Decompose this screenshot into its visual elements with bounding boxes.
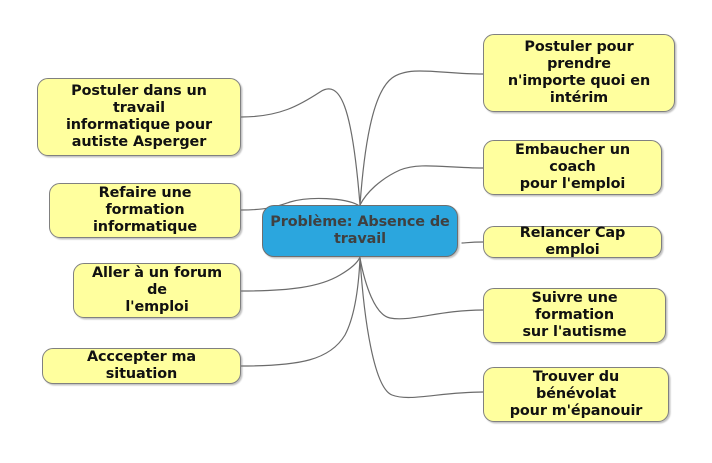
edge-suivre-formation-autisme (359, 257, 484, 320)
mindmap-node-embaucher-coach-emploi[interactable]: Embaucher un coach pour l'emploi (483, 140, 662, 195)
mindmap-node-relancer-cap-emploi[interactable]: Relancer Cap emploi (483, 225, 662, 258)
node-label: Acccepter ma situation (86, 349, 197, 382)
mindmap-node-aller-forum-emploi[interactable]: Aller à un forum de l'emploi (73, 263, 241, 318)
edge-relancer-cap-emploi (461, 241, 484, 244)
mindmap-node-postuler-interim[interactable]: Postuler pour prendre n'importe quoi en … (483, 34, 675, 112)
node-label: Relancer Cap emploi (519, 225, 626, 258)
edge-postuler-travail-informatique (240, 88, 361, 206)
mindmap-node-postuler-travail-informatique[interactable]: Postuler dans un travail informatique po… (37, 78, 241, 156)
node-label: Refaire une formation informatique (92, 185, 198, 235)
node-label: Postuler pour prendre n'importe quoi en … (507, 39, 651, 106)
node-label: Aller à un forum de l'emploi (92, 265, 222, 315)
mindmap-node-suivre-formation-autisme[interactable]: Suivre une formation sur l'autisme (483, 288, 666, 343)
mindmap-node-trouver-benevolat[interactable]: Trouver du bénévolat pour m'épanouir (483, 367, 669, 422)
mindmap-node-refaire-formation-informatique[interactable]: Refaire une formation informatique (49, 183, 241, 238)
mindmap-central-node[interactable]: Problème: Absence de travail (262, 205, 458, 257)
edge-aller-forum-emploi (240, 256, 361, 292)
node-label: Suivre une formation sur l'autisme (522, 290, 627, 340)
node-label: Trouver du bénévolat pour m'épanouir (509, 369, 643, 419)
edge-trouver-benevolat (359, 257, 484, 399)
node-label: Embaucher un coach pour l'emploi (514, 142, 630, 192)
edge-postuler-interim (359, 70, 484, 206)
edge-embaucher-coach-emploi (359, 165, 484, 206)
central-node-label: Problème: Absence de travail (270, 214, 450, 247)
mindmap-node-accepter-ma-situation[interactable]: Acccepter ma situation (42, 348, 241, 384)
node-label: Postuler dans un travail informatique po… (65, 83, 213, 150)
edge-accepter-ma-situation (240, 257, 361, 367)
